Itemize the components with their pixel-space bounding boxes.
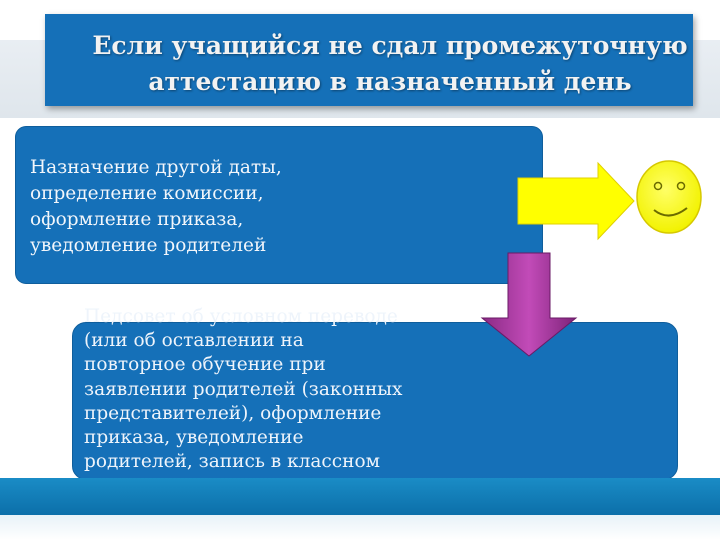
smiley-face-icon [636,160,702,234]
purple-down-arrow-icon [480,252,578,357]
action-text: Назначение другой даты, определение коми… [30,157,282,256]
yellow-right-arrow-icon [517,161,635,241]
bottom-band [0,478,720,540]
title-box [45,14,693,106]
outcome-box [72,322,678,480]
action-box [16,127,542,283]
title-text: Если учащийся не сдал промежуточную атте… [92,31,688,96]
